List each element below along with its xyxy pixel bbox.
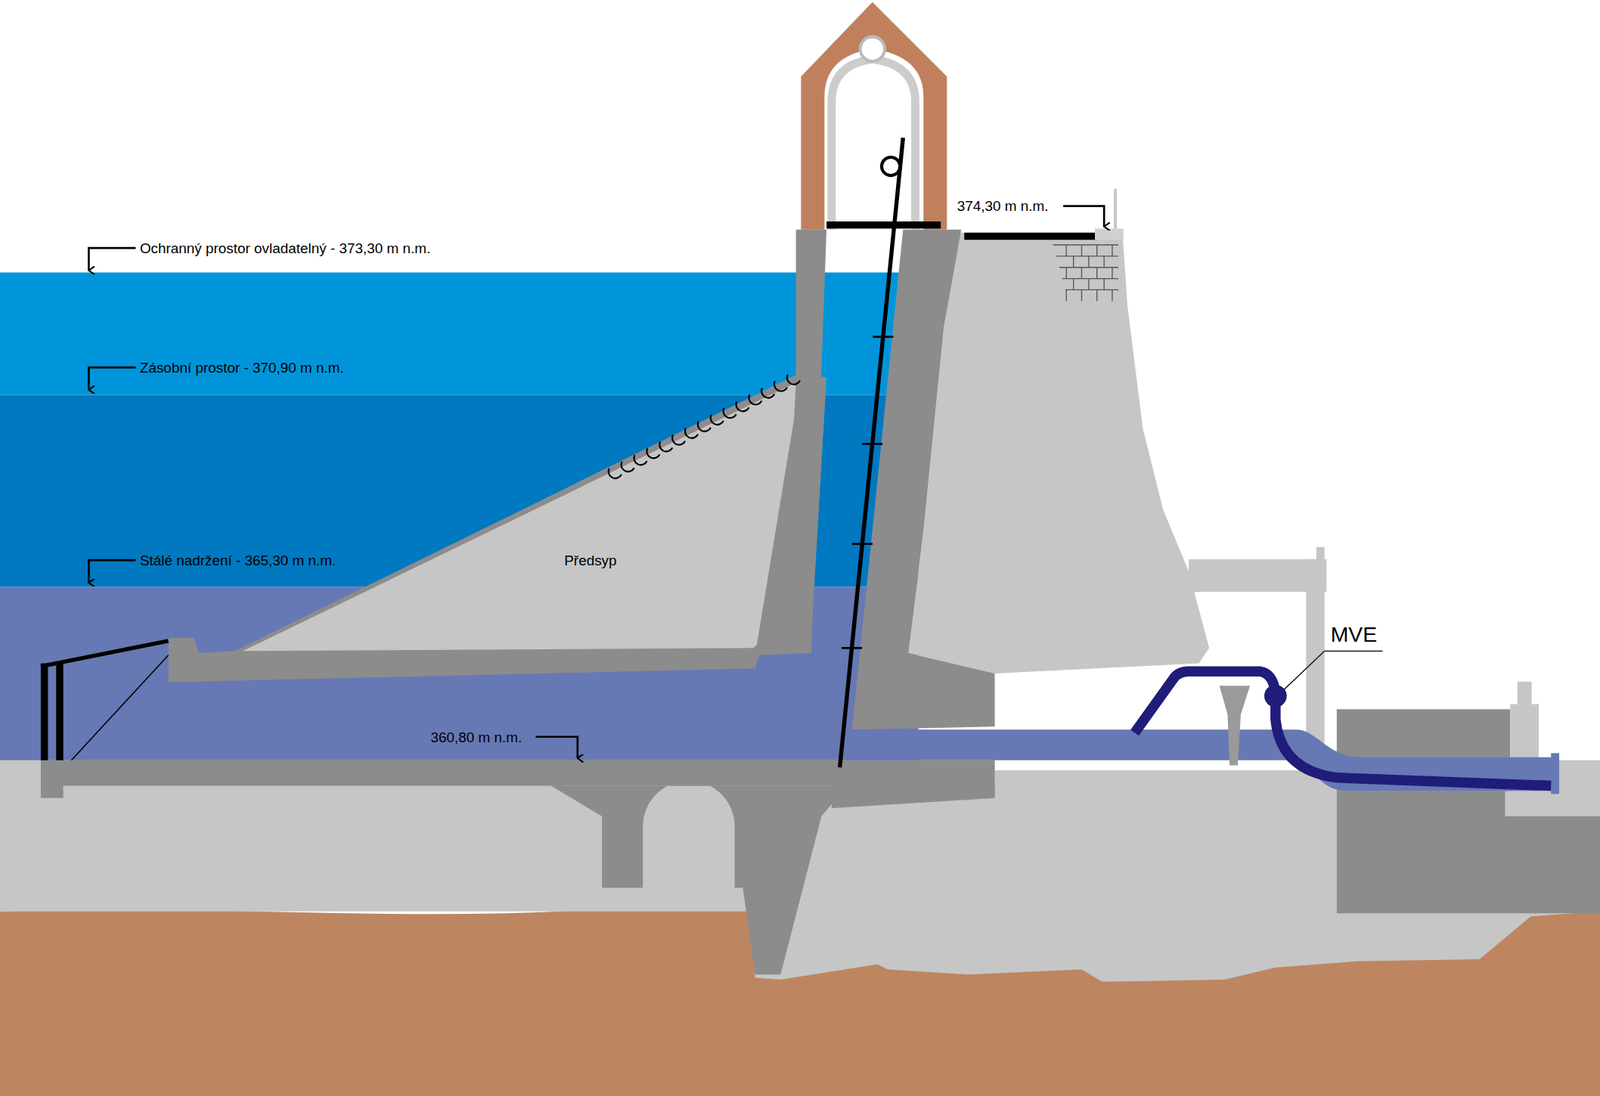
- brick-joint: [1088, 256, 1089, 268]
- riprap-stone: [697, 421, 711, 432]
- riprap-stone: [685, 427, 698, 438]
- screen-bar: [55, 663, 63, 761]
- level-mark: [88, 248, 136, 271]
- crest-road: [964, 232, 1097, 240]
- outlet-post: [1517, 682, 1532, 707]
- predsyp-shell: [168, 372, 827, 683]
- level-mark: [1063, 206, 1104, 227]
- brick-joint: [1065, 289, 1119, 291]
- tower-roof: [800, 2, 947, 230]
- level-label: Ochranný prostor ovladatelný - 373,30 m …: [139, 239, 431, 257]
- leader-line: [1283, 651, 1383, 690]
- rod-guides: [841, 337, 894, 649]
- brick-joint: [1081, 244, 1083, 257]
- outlet-block: [1336, 790, 1600, 914]
- brick-joint: [1062, 278, 1119, 280]
- brick-joint: [1103, 279, 1104, 291]
- callout-label: MVE: [1330, 622, 1377, 648]
- riprap-stone: [774, 381, 788, 391]
- gate-wheel: [881, 157, 900, 176]
- outlet-floor: [831, 760, 996, 809]
- bottom-slab: [40, 760, 847, 787]
- brick-joint: [1111, 289, 1113, 301]
- riprap-stone: [748, 394, 762, 405]
- screen-bar: [40, 663, 48, 761]
- level-label: Zásobní prostor - 370,90 m n.m.: [139, 359, 345, 376]
- riprap-stone: [787, 374, 800, 385]
- brick-joint: [1066, 244, 1067, 257]
- powerhouse-floor: [995, 770, 1307, 786]
- level-label: 374,30 m n.m.: [957, 198, 1049, 215]
- level-mark: [535, 737, 577, 759]
- parapet: [1094, 228, 1124, 240]
- brick-joint: [1056, 255, 1119, 257]
- brick-joint: [1096, 289, 1098, 301]
- dam-body: [908, 232, 1210, 674]
- screen-rod: [40, 641, 169, 667]
- brick-joint: [1081, 289, 1083, 301]
- riprap-stone: [710, 415, 724, 425]
- riprap-stone: [646, 448, 660, 459]
- roof-oculus: [860, 37, 885, 62]
- railing: [1113, 189, 1117, 230]
- riprap-stone: [608, 468, 622, 479]
- predsyp-fill: [242, 382, 796, 652]
- frame-beam: [1188, 559, 1327, 593]
- gate-rod: [840, 137, 904, 768]
- tower-wall: [852, 229, 996, 731]
- turbine-pipe: [1134, 671, 1552, 786]
- tower-wall: [755, 229, 827, 656]
- riprap: [608, 374, 800, 478]
- brick-joint: [1066, 267, 1067, 280]
- riprap-stone: [633, 455, 647, 466]
- turbine: [1264, 685, 1287, 708]
- brick-joint: [1103, 256, 1104, 268]
- riprap-stone: [761, 387, 775, 398]
- brick-joint: [1111, 267, 1113, 280]
- foundation: [0, 760, 1600, 983]
- arch-trim: [831, 58, 916, 230]
- brick-joint: [1072, 256, 1074, 268]
- brick-joint: [1096, 244, 1098, 257]
- screen-cable: [71, 655, 168, 761]
- brick-joint: [1111, 244, 1113, 257]
- valve: [1219, 685, 1250, 766]
- level-mark: [88, 367, 136, 391]
- part-label: Předsyp: [564, 551, 617, 569]
- brick-joint: [1059, 266, 1119, 268]
- frame-post: [1316, 547, 1325, 562]
- rod-guide: [872, 335, 894, 338]
- rod-guide: [852, 542, 873, 546]
- brick-joint: [1088, 279, 1089, 291]
- tower-beam: [826, 221, 941, 229]
- riprap-stone: [621, 462, 635, 472]
- brick-joint: [1066, 289, 1067, 301]
- riprap-stone: [659, 441, 673, 452]
- water-flood: [0, 272, 919, 395]
- riprap-stone: [723, 408, 737, 419]
- rod-guide: [841, 647, 863, 650]
- arch-support: [551, 781, 847, 976]
- level-label: 360,80 m n.m.: [430, 728, 522, 746]
- masonry: [1053, 244, 1119, 301]
- riprap-stone: [672, 434, 686, 445]
- level-mark: [88, 560, 136, 583]
- brick-joint: [1096, 267, 1098, 280]
- brick-joint: [1081, 267, 1083, 280]
- rod-guide: [862, 443, 883, 446]
- brick-joint: [1053, 244, 1119, 245]
- level-label: Stálé nadržení - 365,30 m n.m.: [139, 551, 336, 569]
- riprap-stone: [735, 401, 749, 412]
- slab-end: [40, 760, 64, 799]
- brick-joint: [1072, 279, 1074, 291]
- pipe-end: [1550, 753, 1560, 794]
